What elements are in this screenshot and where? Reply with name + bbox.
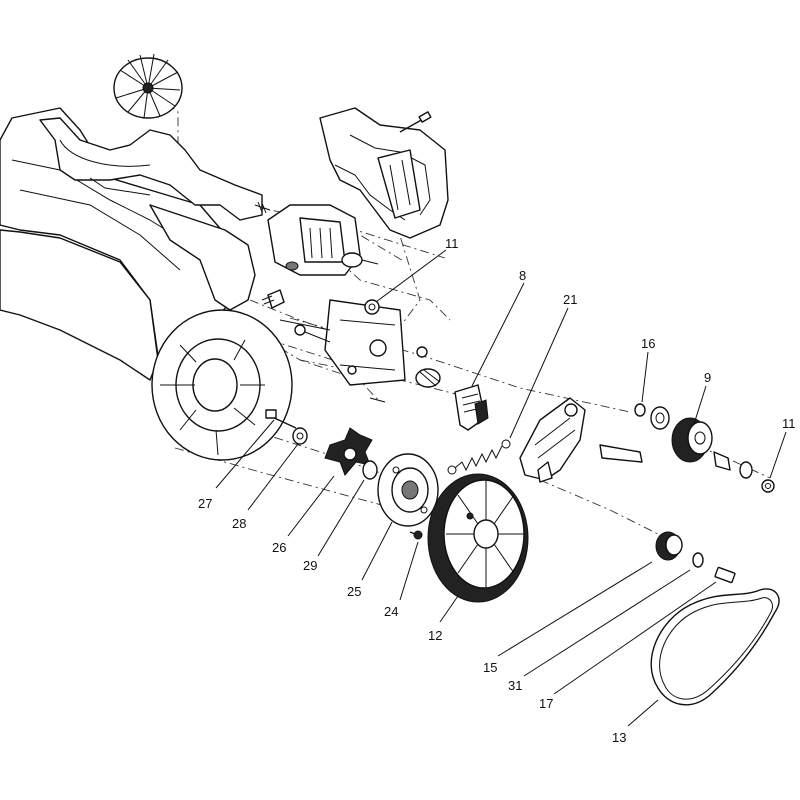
callout-11-upper: 11 bbox=[445, 236, 459, 251]
callout-11-right: 11 bbox=[782, 416, 796, 431]
part-15-bearing bbox=[655, 531, 683, 561]
top-bolt-part bbox=[254, 111, 432, 214]
part-13-belt bbox=[650, 588, 780, 706]
part-28-washer bbox=[292, 427, 308, 445]
part-29-washer bbox=[362, 460, 378, 480]
auger-housing-part bbox=[0, 107, 449, 381]
part-31-washer bbox=[692, 552, 704, 568]
leader-lines bbox=[215, 249, 787, 727]
fan-impeller-part bbox=[113, 53, 183, 119]
callout-9: 9 bbox=[704, 370, 711, 385]
callout-21: 21 bbox=[563, 292, 577, 307]
callout-16: 16 bbox=[641, 336, 655, 351]
shaft-spacer-part bbox=[713, 451, 753, 479]
callout-13: 13 bbox=[612, 730, 626, 745]
part-11-nut bbox=[364, 299, 380, 315]
callout-28: 28 bbox=[232, 516, 246, 531]
part-8-belt-keeper bbox=[454, 384, 489, 431]
callout-25: 25 bbox=[347, 584, 361, 599]
part-27-bolt bbox=[265, 409, 297, 429]
callout-31: 31 bbox=[508, 678, 522, 693]
part-21-spring bbox=[447, 439, 511, 475]
part-24-screw bbox=[409, 530, 423, 540]
callout-12: 12 bbox=[428, 628, 442, 643]
spacer-part bbox=[650, 406, 670, 430]
roller-bearing-part bbox=[415, 368, 441, 388]
callout-15: 15 bbox=[483, 660, 497, 675]
part-12-wheel-pulley bbox=[427, 473, 529, 603]
callout-29: 29 bbox=[303, 558, 317, 573]
gearbox-part bbox=[267, 204, 379, 276]
part-9-pulley bbox=[671, 417, 713, 463]
part-25-drive-disc bbox=[377, 453, 439, 527]
part-17-bolt bbox=[714, 566, 736, 584]
callout-24: 24 bbox=[384, 604, 398, 619]
callout-8: 8 bbox=[519, 268, 526, 283]
part-11-nut-right bbox=[761, 479, 775, 493]
part-26-knob bbox=[324, 427, 373, 476]
callout-27: 27 bbox=[198, 496, 212, 511]
rear-wheel-hub-part bbox=[151, 309, 293, 461]
mounting-bracket-part bbox=[261, 289, 428, 403]
callout-17: 17 bbox=[539, 696, 553, 711]
idler-bracket-part bbox=[519, 397, 643, 483]
callout-labels: 11 8 21 16 9 11 27 28 26 29 25 24 12 15 … bbox=[198, 236, 796, 745]
part-16-washer bbox=[634, 403, 646, 417]
callout-26: 26 bbox=[272, 540, 286, 555]
